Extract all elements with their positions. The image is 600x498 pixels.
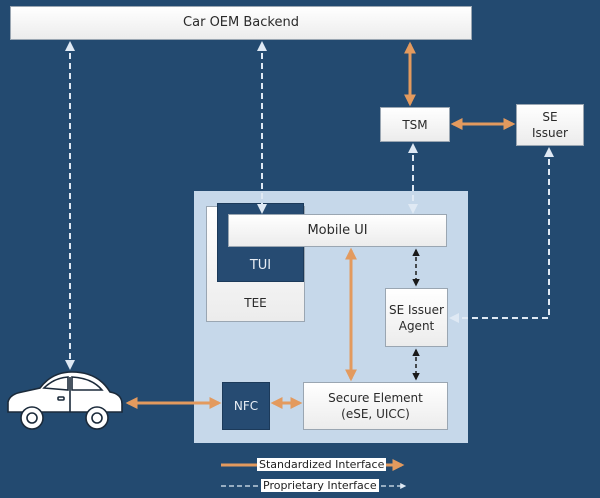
car-oem-backend-label: Car OEM Backend <box>183 15 299 30</box>
tsm-label: TSM <box>402 117 428 132</box>
se-issuer-agent-node: SE Issuer Agent <box>385 288 448 347</box>
legend-standardized-label: Standardized Interface <box>257 458 387 471</box>
secure-element-node: Secure Element (eSE, UICC) <box>303 382 448 430</box>
nfc-node: NFC <box>222 382 270 430</box>
car-oem-backend-node: Car OEM Backend <box>10 6 472 40</box>
legend-proprietary-label: Proprietary Interface <box>261 479 379 492</box>
secure-element-label-line1: Secure Element <box>328 391 423 405</box>
proprietary-link-se-issuer-agent <box>449 147 554 323</box>
se-issuer-label-line1: SE <box>542 110 558 124</box>
mobile-ui-label: Mobile UI <box>307 222 368 238</box>
se-issuer-agent-label-line2: Agent <box>398 318 435 333</box>
tui-label: TUI <box>249 258 272 273</box>
mobile-ui-node: Mobile UI <box>228 214 447 247</box>
tee-label: TEE <box>244 296 267 310</box>
car-icon <box>7 371 123 430</box>
se-issuer-node: SE Issuer <box>516 104 584 146</box>
se-issuer-label-line2: Issuer <box>532 126 568 140</box>
nfc-label: NFC <box>233 399 259 413</box>
se-issuer-agent-label-line1: SE Issuer <box>389 302 444 317</box>
tsm-node: TSM <box>380 107 450 142</box>
secure-element-label-line2: (eSE, UICC) <box>341 407 410 421</box>
